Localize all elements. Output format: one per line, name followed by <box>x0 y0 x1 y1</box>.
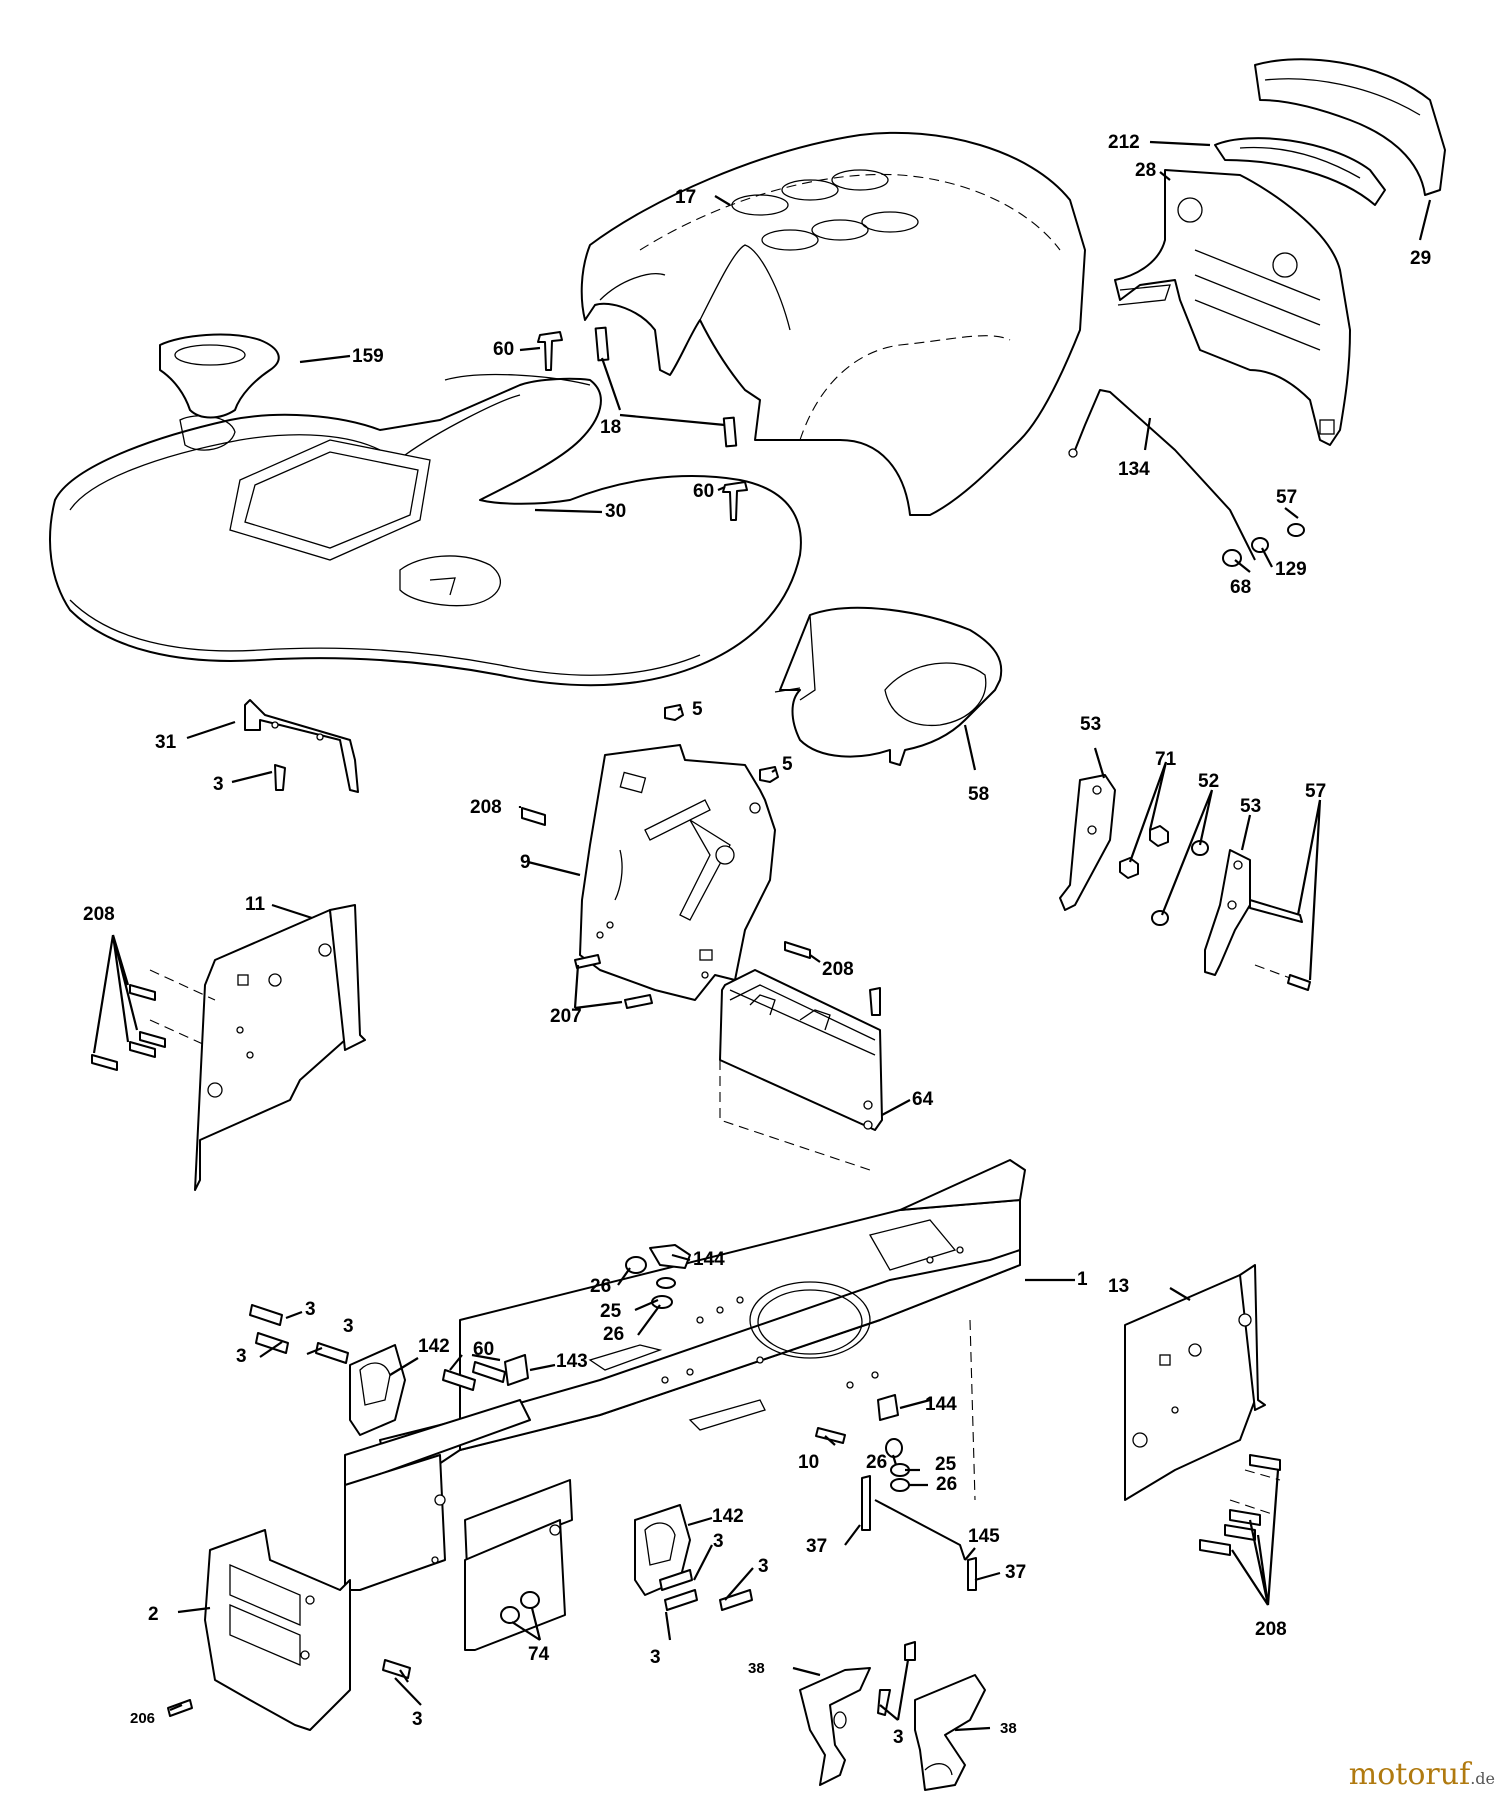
part-label: 29 <box>1410 248 1431 269</box>
part-label: 3 <box>213 774 224 795</box>
part-label: 60 <box>693 481 714 502</box>
part-label: 38 <box>748 1660 765 1677</box>
part-label: 9 <box>520 852 531 873</box>
part-label: 25 <box>935 1454 957 1475</box>
part-label: 5 <box>692 699 703 720</box>
part-label: 13 <box>1108 1276 1129 1297</box>
bracket-part-53-a <box>1059 774 1116 911</box>
part-label: 3 <box>236 1346 247 1367</box>
support-rod-part-134 <box>1068 389 1256 561</box>
watermark-suffix: .de <box>1470 1769 1495 1788</box>
part-label: 208 <box>83 904 115 925</box>
side-panel-part-13 <box>1124 1264 1281 1516</box>
part-label: 57 <box>1305 781 1326 802</box>
hood-vents <box>731 169 919 251</box>
part-label: 144 <box>925 1394 957 1415</box>
bracket-part-142-a <box>349 1344 406 1436</box>
part-label: 3 <box>343 1316 354 1337</box>
part-label: 38 <box>1000 1720 1017 1737</box>
part-label: 26 <box>936 1474 957 1495</box>
part-label: 3 <box>412 1709 423 1730</box>
frame-plate-left <box>344 1399 531 1591</box>
bracket-part-212 <box>1214 137 1386 206</box>
part-label: 60 <box>493 339 514 360</box>
part-label: 143 <box>556 1351 588 1372</box>
part-label: 208 <box>822 959 854 980</box>
trim-part-29 <box>1254 58 1446 196</box>
part-label: 10 <box>798 1452 819 1473</box>
side-panel-part-11 <box>149 904 366 1191</box>
part-label: 53 <box>1080 714 1101 735</box>
part-label: 52 <box>1198 771 1219 792</box>
part-label: 3 <box>650 1647 661 1668</box>
part-label: 5 <box>782 754 793 775</box>
part-label: 142 <box>712 1506 744 1527</box>
part-label: 26 <box>603 1324 624 1345</box>
rod-part-145 <box>874 1319 976 1561</box>
dash-bracket-part-31 <box>244 699 359 793</box>
part-label: 17 <box>675 187 696 208</box>
part-label: 18 <box>600 417 621 438</box>
dash-panel-part-9 <box>579 744 776 1001</box>
part-label: 58 <box>968 784 989 805</box>
bracket-part-38-a <box>799 1667 871 1786</box>
part-label: 25 <box>600 1301 622 1322</box>
part-label: 207 <box>550 1006 582 1027</box>
part-label: 31 <box>155 732 177 753</box>
part-label: 28 <box>1135 160 1156 181</box>
part-label: 71 <box>1155 749 1177 770</box>
axle-bracket-part-2 <box>204 1529 351 1731</box>
part-label: 37 <box>1005 1562 1026 1583</box>
part-label: 26 <box>866 1452 887 1473</box>
part-label: 74 <box>528 1644 550 1665</box>
grille-part-28 <box>1114 169 1351 446</box>
part-label: 60 <box>473 1339 494 1360</box>
dash-panel-part-30 <box>49 377 802 687</box>
bracket-part-53-b <box>1204 849 1251 976</box>
frame-plate-front <box>464 1479 573 1651</box>
watermark-logo: motoruf.de <box>1349 1757 1495 1792</box>
hardware-fasteners <box>91 326 1305 1717</box>
part-label: 159 <box>352 346 384 367</box>
part-label: 208 <box>470 797 502 818</box>
battery-tray-part-64 <box>719 969 883 1171</box>
part-label: 26 <box>590 1276 611 1297</box>
part-label: 37 <box>806 1536 827 1557</box>
part-label: 2 <box>148 1604 159 1625</box>
frame-holes <box>661 1246 964 1389</box>
part-label: 64 <box>912 1089 934 1110</box>
part-label: 3 <box>305 1299 316 1320</box>
hardware-53-nuts-washers <box>1119 825 1311 991</box>
part-label: 3 <box>758 1556 769 1577</box>
part-label: 68 <box>1230 577 1251 598</box>
part-label: 129 <box>1275 559 1307 580</box>
leader-lines <box>92 140 1432 1732</box>
part-label: 3 <box>713 1531 724 1552</box>
seat-rail-frame <box>404 373 591 456</box>
part-number-labels: 212 28 17 29 159 60 18 60 30 134 57 129 … <box>83 132 1431 1748</box>
part-label: 53 <box>1240 796 1261 817</box>
part-label: 30 <box>605 501 626 522</box>
part-label: 212 <box>1108 132 1140 153</box>
part-label: 142 <box>418 1336 450 1357</box>
part-label: 1 <box>1077 1269 1088 1290</box>
part-label: 134 <box>1118 459 1150 480</box>
cup-holder-part-159 <box>159 333 280 419</box>
hood-part-17 <box>580 131 1086 516</box>
part-label: 144 <box>693 1249 725 1270</box>
part-label: 208 <box>1255 1619 1287 1640</box>
part-label: 11 <box>245 894 266 915</box>
part-label: 206 <box>130 1710 155 1727</box>
bracket-part-38-b <box>914 1674 986 1791</box>
watermark-name: motoruf <box>1348 1757 1471 1792</box>
part-label: 57 <box>1276 487 1297 508</box>
part-label: 3 <box>893 1727 904 1748</box>
part-label: 145 <box>968 1526 1000 1547</box>
heat-shield-part-58 <box>774 606 1003 766</box>
